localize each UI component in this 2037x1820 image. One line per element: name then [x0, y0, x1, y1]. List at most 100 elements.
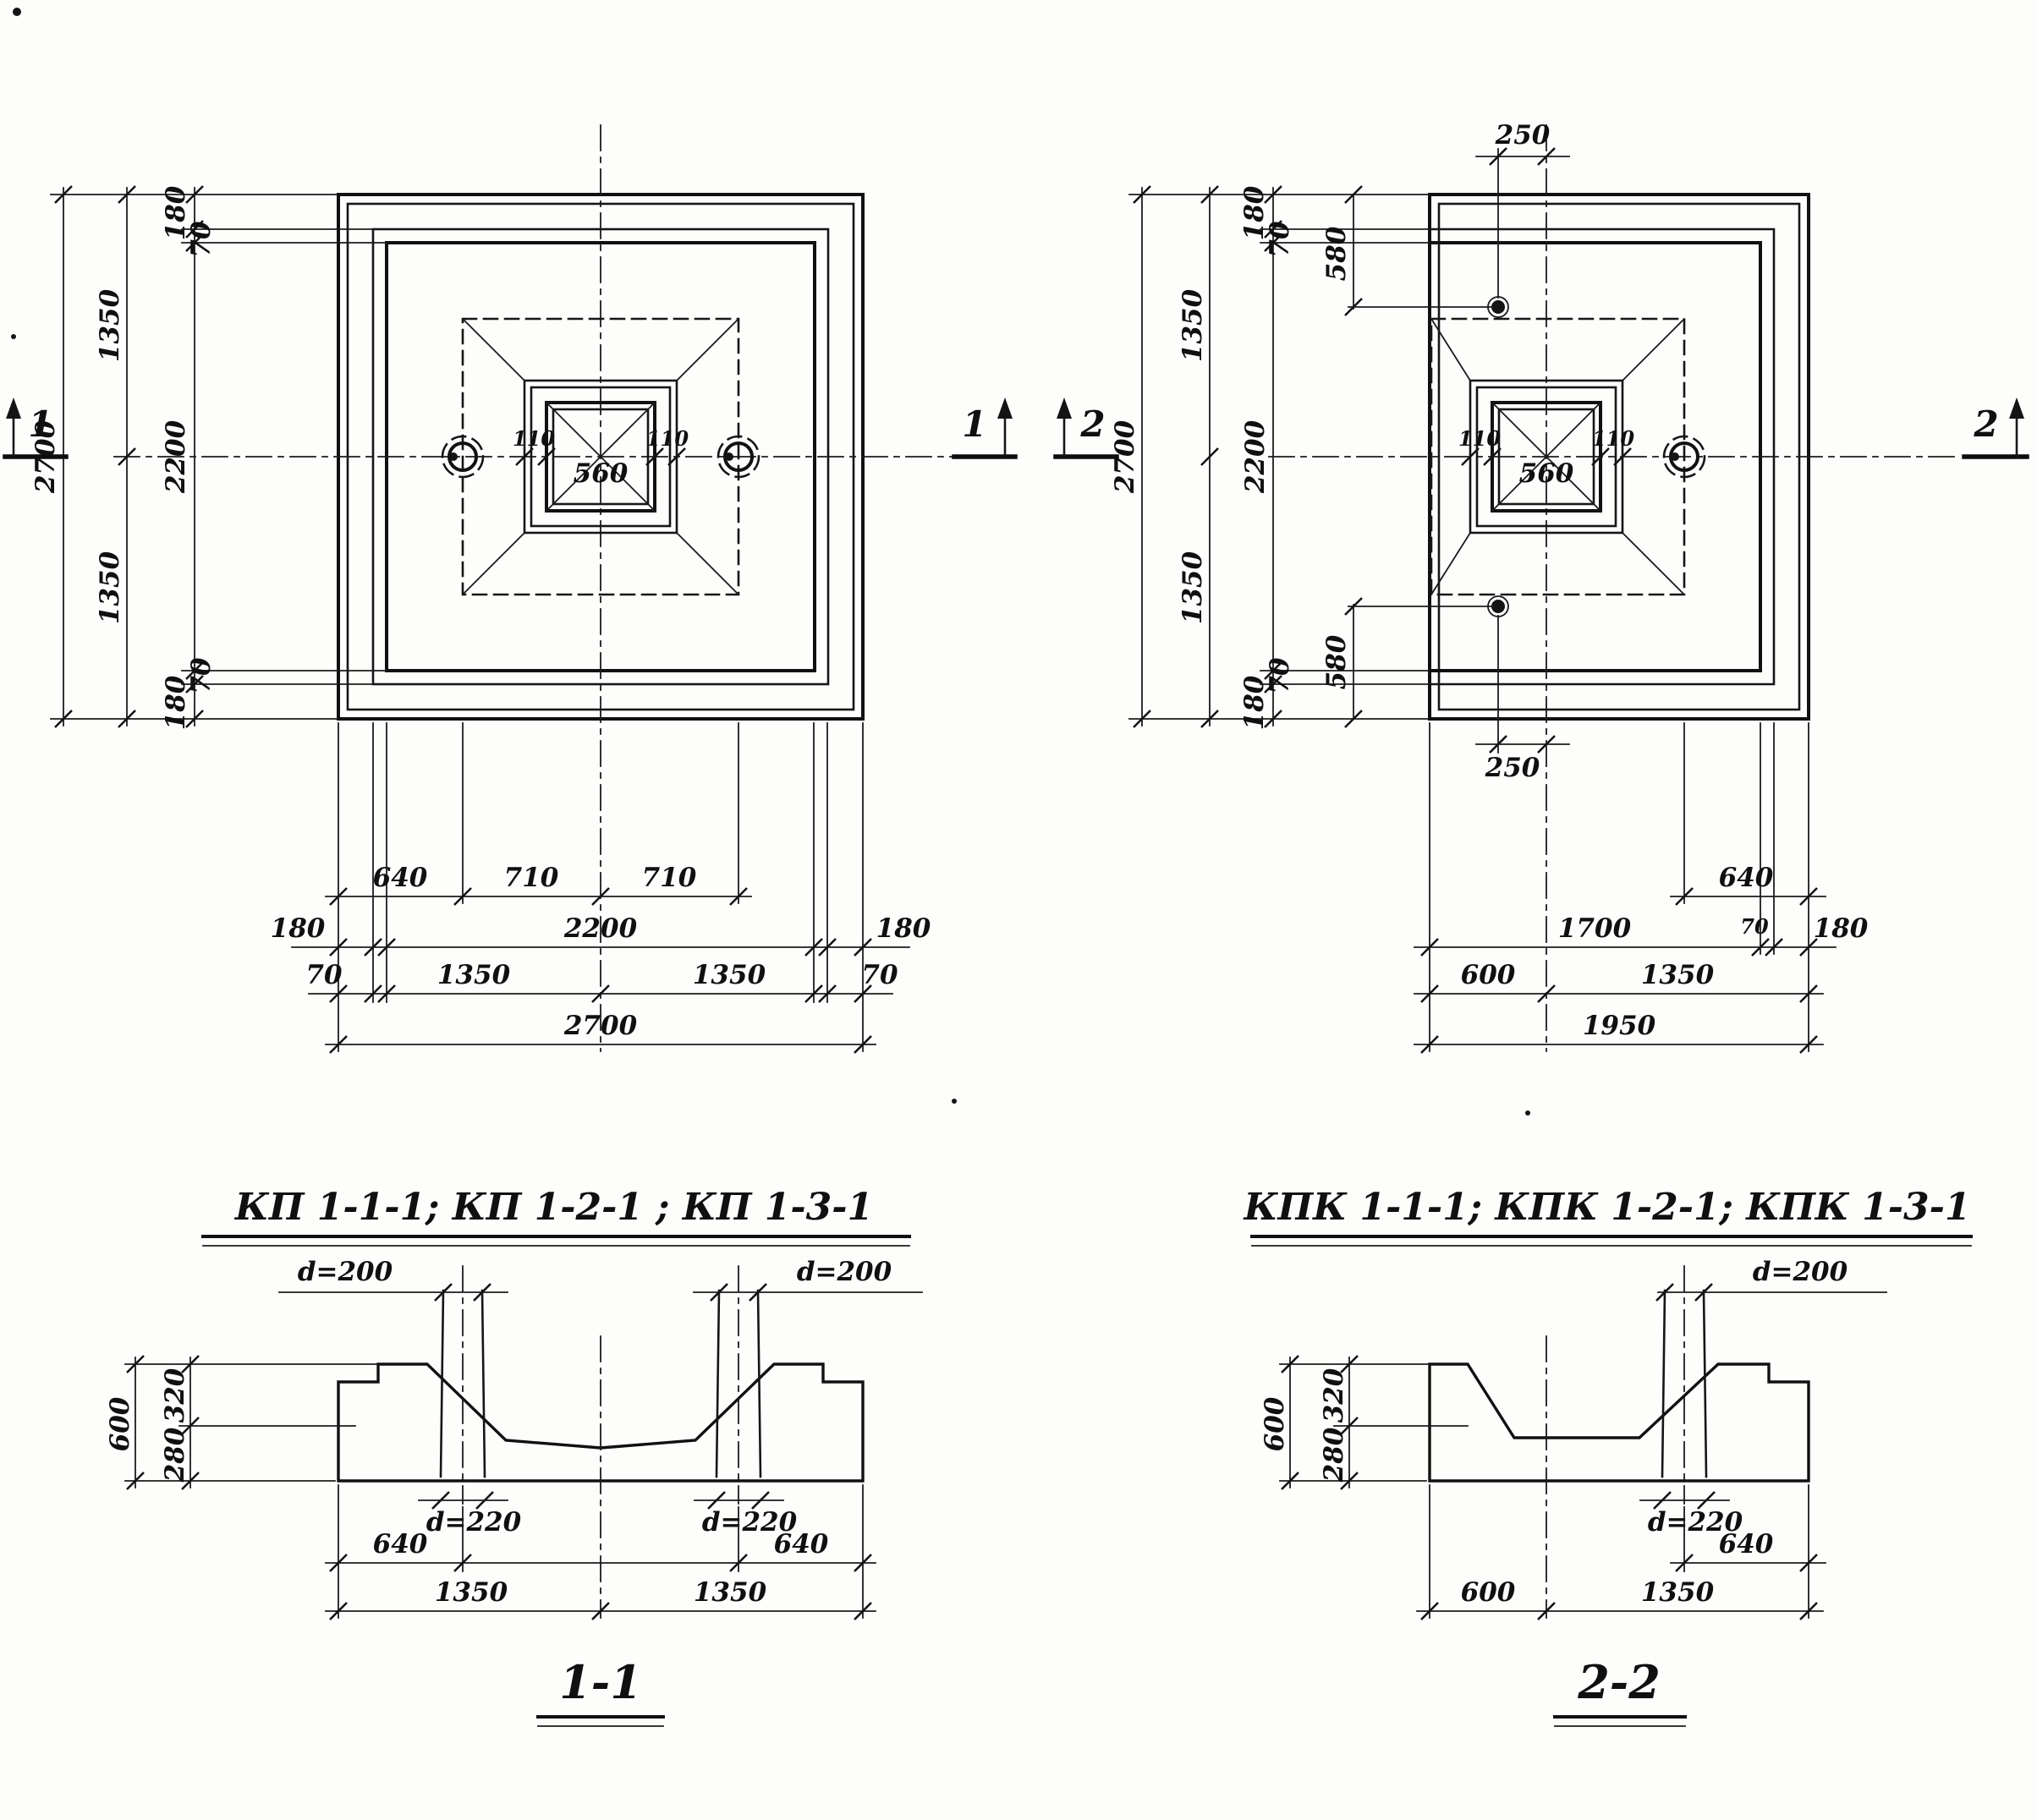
plan-right: 250 250 180 70 [1053, 120, 2029, 1055]
dim-d200: d=200 [1753, 1257, 1848, 1287]
dim-1350-right: 1350 [694, 1577, 767, 1608]
dim-600: 600 [1461, 960, 1516, 990]
dim-110-left: 110 [513, 426, 555, 451]
section-1-vert-dims: 600 320 280 [105, 1354, 377, 1491]
dim-1350-top: 1350 [1178, 288, 1208, 362]
section-2-bottom-dims: 640 600 1350 [1416, 1484, 1826, 1621]
dim-2200-b: 2200 [563, 913, 638, 944]
dim-280: 280 [1319, 1427, 1349, 1483]
footing-profile-2 [1428, 1362, 1810, 1483]
dim-1700: 1700 [1558, 913, 1632, 944]
plan-right-slab [1428, 193, 1810, 721]
section-marker-2-left: 2 [1053, 397, 1119, 459]
dim-710-left: 710 [504, 863, 559, 893]
dim-180-top: 180 [1239, 185, 1270, 240]
section-2-2: КПК 1-1-1; КПК 1-2-1; КПК 1-3-1 d=200 d=… [1242, 1186, 1973, 1727]
plan-right-center-dims: 110 560 110 [1458, 426, 1634, 489]
pipe-sleeves-1 [439, 1265, 762, 1505]
section-1-label: 1-1 [559, 1655, 642, 1709]
dim-560: 560 [1519, 458, 1574, 489]
dim-1350-br: 1350 [693, 960, 766, 990]
section-1-title: КП 1-1-1; КП 1-2-1 ; КП 1-3-1 [233, 1186, 873, 1229]
section-2-label: 2-2 [1577, 1655, 1661, 1709]
dim-110-left: 110 [1458, 426, 1501, 451]
dim-110-right: 110 [646, 426, 689, 451]
dim-180-br: 180 [876, 913, 931, 944]
dim-d220: d=220 [1648, 1507, 1743, 1538]
dim-110-right: 110 [1592, 426, 1634, 451]
dim-600: 600 [105, 1396, 135, 1451]
plan-left-side-dims: 180 70 1350 2700 2200 1350 70 180 [30, 184, 387, 730]
plan-right-centerlines [1268, 124, 1962, 1052]
pipe-sleeve-2 [1546, 1265, 1708, 1619]
dim-640: 640 [1719, 863, 1774, 893]
dim-560: 560 [574, 458, 629, 489]
dim-70-top: 70 [186, 221, 217, 258]
section-1-bottom-dims: 640 640 1350 1350 [325, 1335, 876, 1621]
footing-profile-1 [337, 1362, 865, 1483]
dim-250-bottom: 250 [1485, 753, 1540, 783]
dim-d200-right: d=200 [797, 1257, 892, 1287]
dim-180-bot: 180 [161, 675, 191, 730]
section-mark-2: 2 [1079, 403, 1105, 445]
dim-710-right: 710 [642, 863, 697, 893]
dim-70-bot: 70 [186, 657, 217, 694]
dim-1350: 1350 [1641, 960, 1715, 990]
dim-70-bl: 70 [305, 960, 343, 990]
dim-250-top: 250 [1495, 120, 1551, 151]
plan-right-bottom-dims: 640 1700 70 180 600 1350 1950 [1414, 722, 1869, 1055]
section-mark-2: 2 [1973, 403, 1998, 445]
dim-640: 640 [373, 863, 428, 893]
dim-70-br: 70 [861, 960, 898, 990]
dim-180-bl: 180 [271, 913, 326, 944]
section-2-vert-dims: 600 320 280 [1260, 1354, 1469, 1491]
dim-1350-bot: 1350 [1178, 551, 1208, 624]
dim-70-top: 70 [1265, 221, 1295, 258]
plan-left-bottom-dims: 640 710 710 180 2200 180 70 1350 1350 70… [271, 722, 931, 1055]
plan-right-anchor-hole [1662, 435, 1706, 479]
dim-580-bot: 580 [1321, 634, 1352, 689]
dim-640: 640 [1719, 1529, 1774, 1560]
dim-1350-b: 1350 [1641, 1577, 1715, 1608]
plan-left-anchor-holes [441, 435, 760, 479]
dim-2700-b: 2700 [563, 1011, 638, 1041]
section-1-pipe-dims: d=200 d=200 d=220 d=220 [278, 1257, 923, 1538]
dim-1350-top: 1350 [95, 288, 125, 362]
plan-right-side-dims: 180 70 580 1350 2700 2200 1350 70 580 18… [1110, 184, 1495, 730]
dim-640-right: 640 [774, 1529, 829, 1560]
plan-left-centerlines [113, 124, 953, 1052]
section-mark-1: 1 [962, 403, 986, 445]
dim-2200: 2200 [161, 419, 191, 494]
dim-d200-left: d=200 [298, 1257, 393, 1287]
dim-d220-right: d=220 [702, 1507, 798, 1538]
dim-180-bot: 180 [1239, 675, 1270, 730]
dim-d220-left: d=220 [426, 1507, 522, 1538]
dim-320: 320 [1319, 1368, 1349, 1423]
dim-640-left: 640 [373, 1529, 428, 1560]
section-mark-1: 1 [28, 403, 52, 445]
dim-1350-bot: 1350 [95, 551, 125, 624]
section-1-1: КП 1-1-1; КП 1-2-1 ; КП 1-3-1 d=200 d=20… [105, 1186, 923, 1727]
plan-right-250-dims: 250 250 [1475, 120, 1570, 783]
plan-left-center-dims: 110 560 110 [513, 426, 689, 489]
section-2-pipe-dims: d=200 d=220 [1639, 1257, 1887, 1538]
dim-280: 280 [160, 1427, 190, 1483]
dim-320: 320 [160, 1368, 190, 1423]
dim-600-b: 600 [1461, 1577, 1516, 1608]
dim-1350-bl: 1350 [437, 960, 511, 990]
section-2-title: КПК 1-1-1; КПК 1-2-1; КПК 1-3-1 [1242, 1186, 1970, 1229]
dim-1350-left: 1350 [435, 1577, 508, 1608]
plan-left: 180 70 1350 2700 2200 1350 70 180 640 71… [3, 124, 1018, 1055]
dim-1950: 1950 [1583, 1011, 1656, 1041]
dim-70-bot: 70 [1265, 657, 1295, 694]
section-marker-1-left: 1 [3, 397, 69, 459]
section-marker-1-right: 1 [952, 397, 1018, 459]
dim-180: 180 [1814, 913, 1869, 944]
dim-580-top: 580 [1321, 226, 1352, 281]
scan-noise [11, 8, 1530, 1116]
dim-600: 600 [1260, 1396, 1290, 1451]
dim-70: 70 [1740, 914, 1769, 939]
dim-2200: 2200 [1240, 419, 1271, 494]
